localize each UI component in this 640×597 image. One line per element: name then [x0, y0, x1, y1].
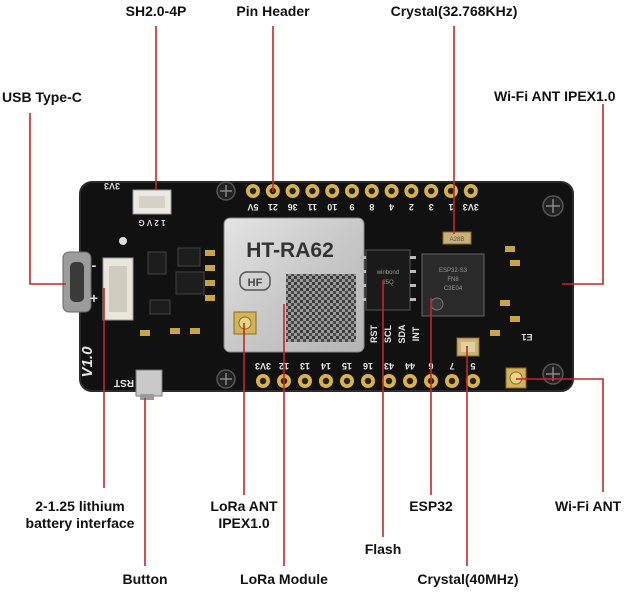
- bottom-pin-label: 14: [321, 361, 331, 371]
- rf-passives: [490, 246, 520, 336]
- module-badge: HF: [248, 277, 263, 289]
- label-battery-line2: battery interface: [25, 515, 135, 531]
- usb-plus-silk: +: [90, 290, 98, 306]
- top-pin-header: [246, 184, 478, 198]
- chip-text-2: FN8: [447, 277, 459, 283]
- flash-chip: [360, 249, 416, 311]
- i2c-label: RST: [369, 324, 379, 343]
- leader-wifi-ant: [516, 378, 604, 492]
- bottom-pin-label: 7: [449, 361, 454, 371]
- label-lora-module: LoRa Module: [240, 571, 328, 587]
- flash-text-2: 25Q: [382, 280, 394, 286]
- bottom-pin-header: [256, 374, 480, 388]
- leader-wifi-ipex: [562, 104, 604, 285]
- label-crystal-40m: Crystal(40MHz): [417, 571, 519, 587]
- crystal-32k: [442, 231, 472, 245]
- usb-typec-connector: [62, 251, 92, 313]
- bottom-pin-label: 16: [363, 361, 373, 371]
- bottom-pin-label: 3V3: [255, 361, 271, 371]
- top-pin-label: 5V: [247, 202, 258, 212]
- top-pin-label: 1: [448, 202, 453, 212]
- label-battery: 2-1.25 lithium battery interface: [10, 498, 150, 532]
- lora-ipex-connector: [233, 311, 257, 335]
- top-pin-label: 21: [268, 202, 278, 212]
- chip-text-1: ESP32-S3: [439, 268, 468, 274]
- bottom-pin-label: 13: [300, 361, 310, 371]
- sh20-silk-3v3: 3V3: [104, 181, 120, 191]
- top-pin-label: 3V3: [463, 202, 479, 212]
- label-wifi-ant: Wi-Fi ANT: [555, 498, 622, 514]
- i2c-labels: RST SCL SDA INT: [369, 324, 421, 344]
- label-button: Button: [122, 571, 168, 587]
- crystal-40m: [456, 337, 480, 357]
- label-sh20: SH2.0-4P: [125, 3, 187, 19]
- bottom-pin-label: 5: [470, 361, 475, 371]
- bottom-pin-label: 44: [405, 361, 415, 371]
- usb-minus-silk: -: [92, 257, 97, 273]
- label-battery-line1: 2-1.25 lithium: [35, 498, 125, 514]
- esp32-chip: [421, 253, 485, 317]
- crystal-small-text: A28B: [450, 237, 465, 243]
- label-esp32: ESP32: [409, 498, 453, 514]
- top-pin-label: 36: [288, 202, 298, 212]
- top-pin-label: 8: [369, 202, 374, 212]
- i2c-label: INT: [411, 326, 421, 341]
- bottom-pin-label: 43: [384, 361, 394, 371]
- top-pin-label: 9: [349, 202, 354, 212]
- lora-module: [223, 217, 365, 353]
- label-crystal-32k: Crystal(32.768KHz): [390, 3, 518, 19]
- label-lora-ant-line1: LoRa ANT: [210, 498, 278, 514]
- top-pin-label: 10: [327, 202, 337, 212]
- sh20-connector: [132, 189, 172, 215]
- module-name: HT-RA62: [246, 239, 334, 262]
- top-pin-label: 3: [429, 202, 434, 212]
- version-silk: V1.0: [79, 346, 96, 378]
- chip-text-3: C3E04: [444, 286, 463, 292]
- top-pin-label: 2: [409, 202, 414, 212]
- label-lora-ant-line2: IPEX1.0: [218, 515, 270, 531]
- label-lora-ant: LoRa ANT IPEX1.0: [194, 498, 294, 532]
- label-usb-typec: USB Type-C: [2, 89, 82, 105]
- i2c-label: SCL: [383, 324, 393, 343]
- bottom-pin-label: 15: [342, 361, 352, 371]
- power-components: [119, 237, 215, 336]
- e1-silk: E1: [521, 332, 532, 342]
- label-flash: Flash: [364, 541, 402, 557]
- sh20-silk-pins: 1 2 V G: [138, 218, 165, 227]
- top-pin-label: 4: [389, 202, 394, 212]
- top-pin-label: 11: [308, 202, 318, 212]
- top-pin-labels: 5V 21 36 11 10 9 8 4 2 3 1 3V3: [247, 202, 478, 212]
- rst-silk: RST: [114, 377, 134, 388]
- i2c-label: SDA: [397, 324, 407, 344]
- label-pin-header: Pin Header: [236, 3, 310, 19]
- wifi-ipex-connector: [505, 367, 527, 389]
- button-component: [135, 369, 163, 400]
- leader-lines: [29, 26, 604, 566]
- flash-text-1: winbond: [376, 270, 399, 276]
- battery-connector: [102, 257, 134, 321]
- leader-usb-typec: [29, 113, 66, 285]
- label-wifi-ipex: Wi-Fi ANT IPEX1.0: [494, 88, 616, 104]
